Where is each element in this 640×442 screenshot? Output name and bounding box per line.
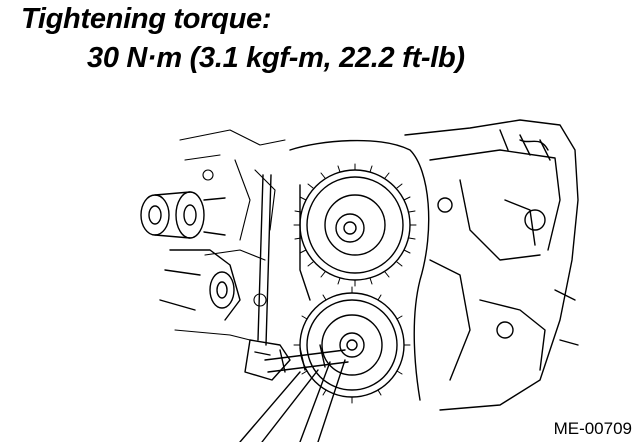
belt-cover xyxy=(289,139,430,401)
torque-heading: Tightening torque: xyxy=(21,3,272,35)
idler-pulleys xyxy=(140,191,241,321)
figure-code: ME-00709 xyxy=(553,419,632,438)
socket-wrench xyxy=(239,344,349,442)
engine-block xyxy=(404,119,579,411)
torque-value: 30 N·m (3.1 kgf-m, 22.2 ft-lb) xyxy=(87,42,465,74)
engine-detail-left xyxy=(174,129,286,341)
crank-sprocket xyxy=(293,286,411,404)
cam-sprocket xyxy=(293,163,417,287)
holding-tool xyxy=(244,174,291,381)
